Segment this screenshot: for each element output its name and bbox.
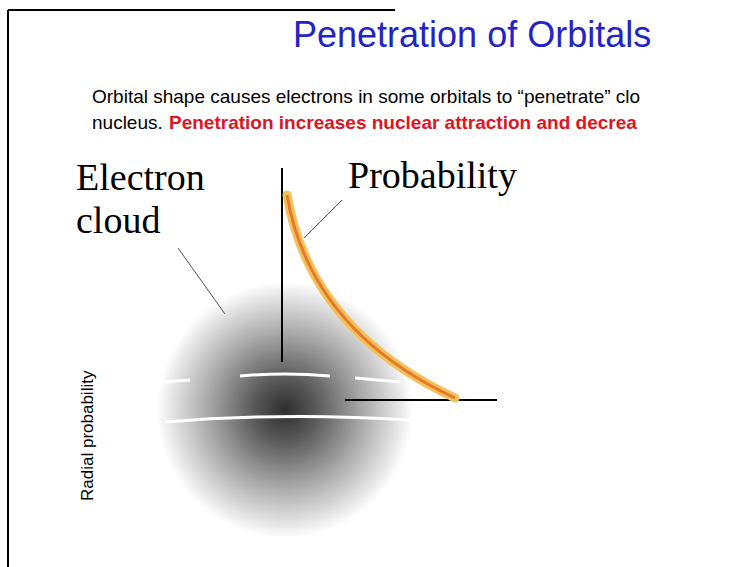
callout-label: Probability <box>348 154 517 198</box>
cloud-slice <box>165 374 400 382</box>
callout-label: Electron cloud <box>76 156 246 241</box>
slide-title: Penetration of Orbitals <box>293 14 651 55</box>
probability-axis <box>281 168 283 362</box>
slide-frame <box>7 10 9 567</box>
axis-label: Radial probability <box>78 371 98 501</box>
body-text: Orbital shape causes electrons in some o… <box>92 86 640 108</box>
electron-cloud <box>157 282 413 538</box>
probability-curve-glow <box>287 195 455 398</box>
leader-line <box>304 200 342 238</box>
probability-curve <box>287 195 455 398</box>
slide-frame <box>8 9 395 11</box>
body-text: nucleus. <box>92 112 163 134</box>
highlight-text: Penetration increases nuclear attraction… <box>169 112 637 134</box>
distance-axis <box>345 399 497 401</box>
cloud-slice <box>165 416 410 422</box>
leader-line <box>178 248 225 314</box>
